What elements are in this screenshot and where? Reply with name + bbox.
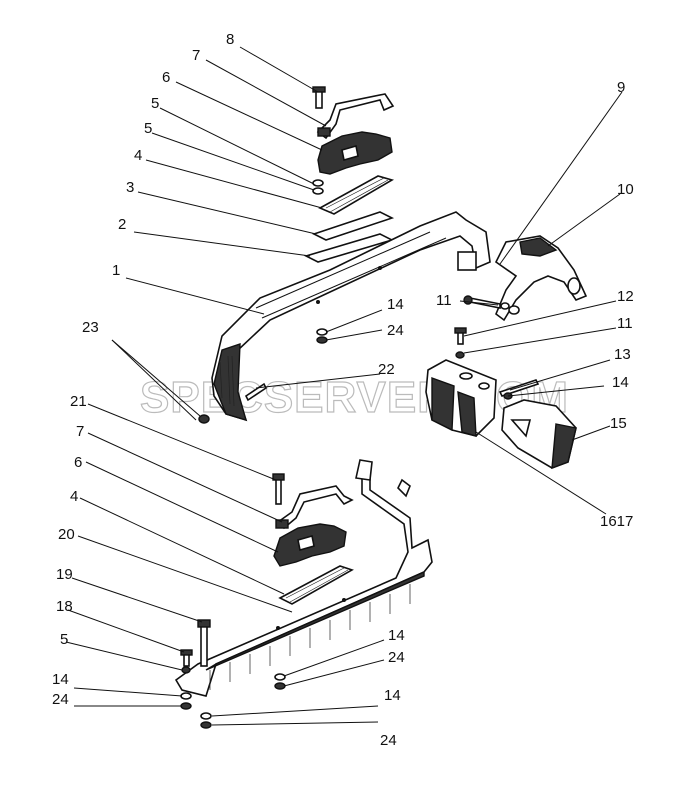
callout-label: 23 bbox=[82, 319, 99, 336]
callout-label: 15 bbox=[610, 415, 627, 432]
callout-label: 18 bbox=[56, 598, 73, 615]
callout-label: 13 bbox=[614, 346, 631, 363]
beam-bracket bbox=[457, 251, 477, 271]
callout-label: 24 bbox=[380, 732, 397, 749]
callout-label: 14 bbox=[612, 374, 629, 391]
callout-label: 9 bbox=[617, 79, 625, 96]
pad-4 bbox=[318, 175, 395, 215]
cushion-15 bbox=[501, 399, 577, 470]
lower-assembly bbox=[174, 459, 433, 729]
callout-label: 1 bbox=[112, 262, 120, 279]
cushion-6-slot bbox=[341, 144, 359, 162]
clamp-7-lower bbox=[276, 485, 354, 530]
nut-23 bbox=[198, 414, 210, 424]
callout-label: 5 bbox=[60, 631, 68, 648]
washer-11 bbox=[455, 351, 465, 359]
callout-label: 14 bbox=[384, 687, 401, 704]
callout-label: 5 bbox=[144, 120, 152, 137]
upper-assembly bbox=[198, 86, 588, 470]
beam-20 bbox=[174, 459, 433, 697]
nut-24-upper bbox=[316, 336, 328, 344]
callout-label: 6 bbox=[74, 454, 82, 471]
bolt-21 bbox=[272, 473, 285, 505]
callout-label: 11 bbox=[436, 292, 452, 309]
nut-24-left bbox=[180, 702, 192, 710]
watermark-text: SPECSERVER.COM bbox=[140, 373, 569, 422]
callout-label: 11 bbox=[617, 315, 633, 332]
bracket-10 bbox=[494, 235, 588, 322]
callout-label: 2 bbox=[118, 216, 126, 233]
callout-label: 20 bbox=[58, 526, 75, 543]
plate-3 bbox=[311, 211, 395, 241]
callout-label: 7 bbox=[76, 423, 84, 440]
callout-label: 24 bbox=[388, 649, 405, 666]
callout-label: 10 bbox=[617, 181, 634, 198]
washer-14-right bbox=[274, 673, 286, 681]
clamp-7 bbox=[316, 93, 395, 140]
callout-label: 5 bbox=[151, 95, 159, 112]
bolt-18 bbox=[180, 649, 193, 667]
beam-1 bbox=[211, 211, 491, 422]
bolt-19 bbox=[197, 619, 211, 667]
washer-5-lower bbox=[181, 666, 191, 674]
callout-label: 21 bbox=[70, 393, 87, 410]
washer-14-bottom bbox=[200, 712, 212, 720]
callout-label: 7 bbox=[192, 47, 200, 64]
washer-14-left bbox=[180, 692, 192, 700]
leader-lines bbox=[65, 46, 623, 726]
washer-14-upper bbox=[316, 328, 328, 336]
callout-label: 1617 bbox=[600, 513, 633, 530]
bolt-12 bbox=[454, 327, 467, 345]
callout-label: 8 bbox=[226, 31, 234, 48]
callout-label: 22 bbox=[378, 361, 395, 378]
block-16-17 bbox=[425, 359, 497, 437]
beam-hole bbox=[316, 300, 320, 304]
callout-label: 19 bbox=[56, 566, 73, 583]
beam-hole bbox=[378, 266, 382, 270]
callout-label: 24 bbox=[52, 691, 69, 708]
callout-labels: 8 7 6 5 5 4 3 2 1 9 10 11 12 11 14 24 23… bbox=[52, 31, 634, 749]
callout-label: 4 bbox=[134, 147, 142, 164]
callout-label: 14 bbox=[387, 296, 404, 313]
nut-24-right bbox=[274, 682, 286, 690]
callout-label: 6 bbox=[162, 69, 170, 86]
callout-label: 4 bbox=[70, 488, 78, 505]
nut-24-bottom bbox=[200, 721, 212, 729]
clamp-7-foot bbox=[317, 127, 331, 137]
pad-4-lower bbox=[278, 565, 354, 605]
washer-5b bbox=[312, 187, 324, 195]
washer-5a bbox=[312, 179, 324, 187]
callout-label: 14 bbox=[52, 671, 69, 688]
callout-label: 24 bbox=[387, 322, 404, 339]
callout-label: 14 bbox=[388, 627, 405, 644]
callout-label: 12 bbox=[617, 288, 634, 305]
callout-label: 3 bbox=[126, 179, 134, 196]
